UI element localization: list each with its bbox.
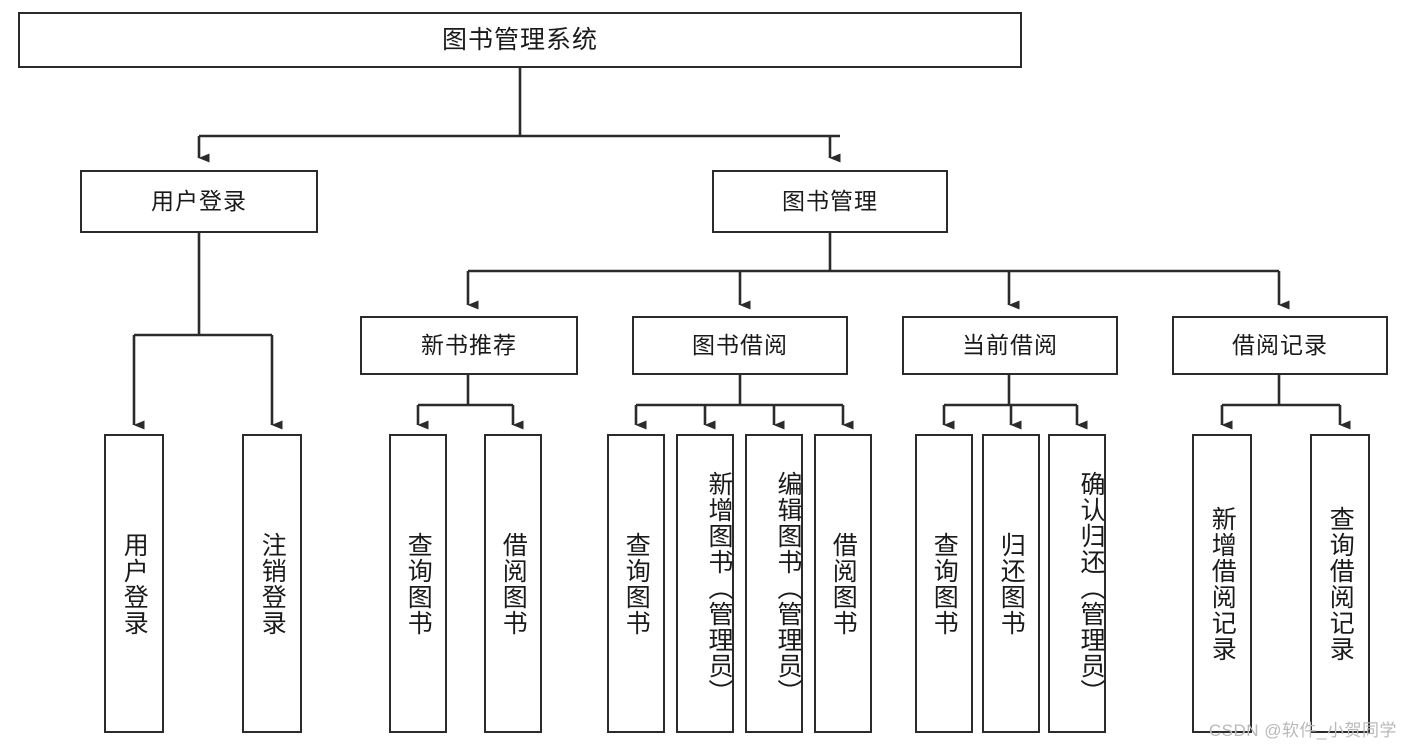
leaf-borrow-book-2[interactable]: 借阅图书 xyxy=(814,434,872,733)
node-current-borrow[interactable]: 当前借阅 xyxy=(902,316,1118,375)
leaf-query-book-1[interactable]: 查询图书 xyxy=(389,434,447,733)
leaf-add-record[interactable]: 新增借阅记录 xyxy=(1192,434,1252,733)
node-new-book-rec[interactable]: 新书推荐 xyxy=(360,316,578,375)
node-book-borrow[interactable]: 图书借阅 xyxy=(632,316,848,375)
leaf-query-record[interactable]: 查询借阅记录 xyxy=(1310,434,1370,733)
leaf-add-book[interactable]: 新增图书（管理员） xyxy=(676,434,734,733)
node-user-login[interactable]: 用户登录 xyxy=(80,170,318,233)
csdn-watermark: CSDN @软件_小贺同学 xyxy=(1208,721,1397,740)
node-book-manage[interactable]: 图书管理 xyxy=(712,170,948,233)
node-borrow-record[interactable]: 借阅记录 xyxy=(1172,316,1388,375)
leaf-query-book-2[interactable]: 查询图书 xyxy=(607,434,665,733)
leaf-edit-book[interactable]: 编辑图书（管理员） xyxy=(745,434,803,733)
leaf-logout-login[interactable]: 注销登录 xyxy=(242,434,302,733)
node-root-system[interactable]: 图书管理系统 xyxy=(18,12,1022,68)
leaf-return-book[interactable]: 归还图书 xyxy=(982,434,1040,733)
leaf-user-login[interactable]: 用户登录 xyxy=(104,434,164,733)
leaf-borrow-book-1[interactable]: 借阅图书 xyxy=(484,434,542,733)
leaf-query-book-3[interactable]: 查询图书 xyxy=(915,434,973,733)
leaf-confirm-return[interactable]: 确认归还（管理员） xyxy=(1048,434,1106,733)
